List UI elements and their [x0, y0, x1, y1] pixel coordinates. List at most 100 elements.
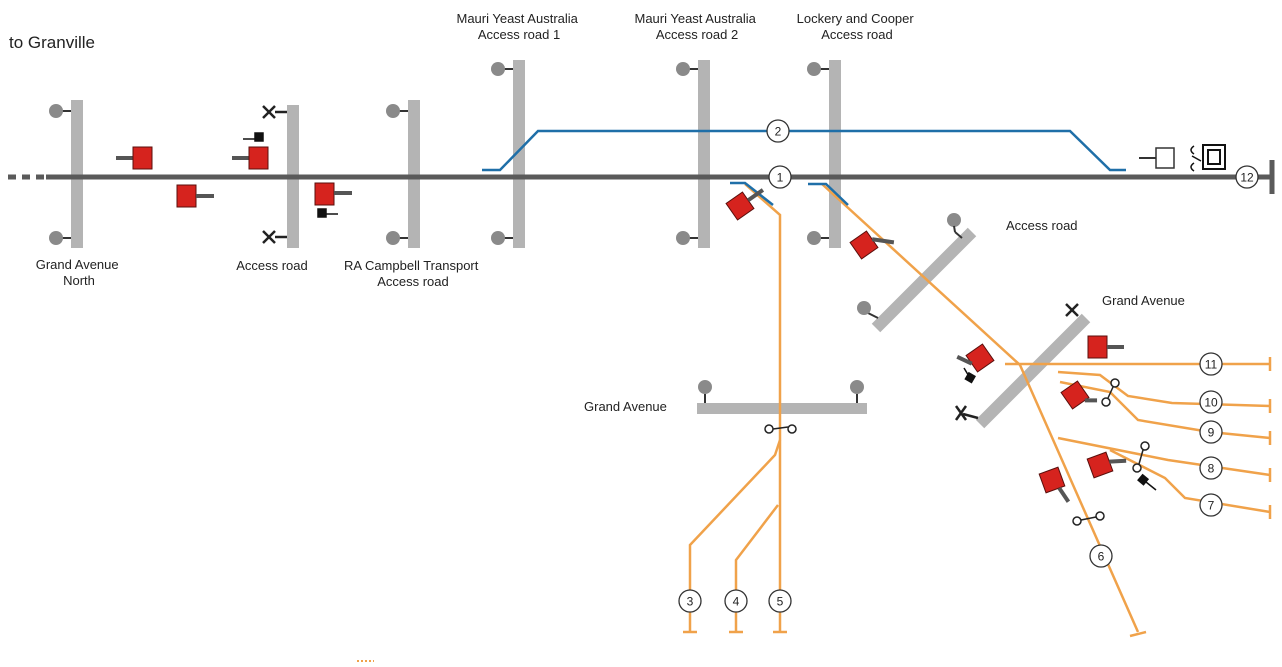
cross-marker-icon	[262, 105, 287, 119]
svg-text:2: 2	[775, 125, 782, 139]
svg-text:6: 6	[1098, 550, 1105, 564]
points-indicator-icon	[1132, 441, 1150, 473]
svg-text:1: 1	[777, 171, 784, 185]
signal-icon	[116, 146, 153, 170]
track-number-8: 8	[1199, 456, 1223, 480]
boom-light-icon	[386, 104, 408, 118]
label-access-road-west: Access road	[236, 258, 308, 273]
boom-light-icon	[676, 62, 698, 76]
svg-text:8: 8	[1208, 462, 1215, 476]
points-indicator-icon	[764, 424, 797, 434]
svg-text:3: 3	[687, 595, 694, 609]
svg-text:4: 4	[733, 595, 740, 609]
label-grand-avenue-lower: Grand Avenue	[584, 399, 667, 414]
label-ra-campbell: RA Campbell Transport Access road	[344, 258, 482, 289]
labels: to Granville Grand Avenue North Access r…	[9, 11, 1185, 414]
siding-8	[1057, 436, 1271, 477]
signal-icon	[314, 182, 352, 206]
siding-7	[1109, 448, 1271, 514]
label-access-road-east: Access road	[1006, 218, 1078, 233]
signal-icon	[849, 230, 895, 260]
crossing-mauri-1	[513, 60, 525, 248]
boom-light-icon	[491, 231, 513, 245]
label-mauri-2: Mauri Yeast Australia Access road 2	[634, 11, 759, 42]
boom-light-icon	[850, 380, 864, 403]
boom-light-icon	[49, 104, 71, 118]
signal-icon	[1060, 380, 1098, 410]
level-crossings	[71, 60, 1091, 429]
boom-light-icon	[676, 231, 698, 245]
direction-label: to Granville	[9, 33, 95, 52]
dwarf-signal-icon	[243, 132, 264, 142]
crossing-mauri-2	[698, 60, 710, 248]
main-line	[8, 160, 1275, 194]
cross-marker-icon	[954, 405, 979, 421]
track-number-5: 5	[768, 589, 792, 613]
points-indicator-icon	[1072, 511, 1105, 526]
boom-light-icon	[49, 231, 71, 245]
loop-lines	[482, 129, 1126, 206]
crossing-grand-avenue-lower	[697, 403, 867, 414]
boom-light-icon	[857, 301, 879, 319]
track-number-2: 2	[766, 119, 790, 143]
track-number-10: 10	[1199, 390, 1223, 414]
loop-line-2	[482, 129, 1126, 172]
crossing-access-road-east	[871, 227, 977, 333]
signal-icon	[956, 343, 995, 373]
svg-text:11: 11	[1205, 358, 1218, 372]
signal-icon	[1087, 335, 1124, 359]
label-grand-avenue-crossing: Grand Avenue	[1102, 293, 1185, 308]
track-number-12: 12	[1235, 165, 1259, 189]
crossing-grand-avenue-diag	[975, 313, 1091, 429]
track-number-3: 3	[678, 589, 702, 613]
equipment-box-icon	[1155, 147, 1175, 169]
svg-text:9: 9	[1208, 426, 1215, 440]
points-indicator-icon	[1101, 378, 1120, 407]
boom-light-icon	[807, 231, 829, 245]
cross-marker-icon	[262, 230, 287, 244]
signal-icon	[176, 184, 214, 208]
turnout-east	[808, 182, 849, 206]
track-numbers: 1 2 3 4 5 6 7 8 9 10 11 12	[678, 119, 1259, 613]
signal-icon	[1086, 451, 1127, 479]
siding-stops	[683, 357, 1272, 638]
boom-light-icon	[698, 380, 712, 403]
label-lockery-cooper: Lockery and Cooper Access road	[797, 11, 918, 42]
terminal-equipment	[1139, 144, 1226, 172]
boom-light-icon	[386, 231, 408, 245]
svg-text:5: 5	[777, 595, 784, 609]
svg-text:7: 7	[1208, 499, 1215, 513]
boom-lights	[49, 62, 963, 403]
track-number-11: 11	[1199, 352, 1223, 376]
track-number-7: 7	[1199, 493, 1223, 517]
track-number-1: 1	[768, 165, 792, 189]
svg-text:12: 12	[1240, 171, 1254, 185]
track-number-4: 4	[724, 589, 748, 613]
boom-light-icon	[807, 62, 829, 76]
dwarf-signals	[243, 132, 1157, 491]
label-grand-avenue-north: Grand Avenue North	[36, 257, 123, 288]
cross-marker-icon	[1065, 303, 1079, 317]
signal-icon	[232, 146, 269, 170]
boom-light-icon	[947, 213, 963, 239]
track-number-6: 6	[1089, 544, 1113, 568]
boom-light-icon	[491, 62, 513, 76]
label-mauri-1: Mauri Yeast Australia Access road 1	[456, 11, 581, 42]
siding-4	[734, 504, 779, 632]
turnout-west	[730, 181, 774, 206]
crossing-grand-avenue-north	[71, 100, 83, 248]
signal-icon	[725, 188, 765, 221]
crossing-markers	[262, 105, 1079, 421]
siding-9	[1059, 380, 1271, 440]
track-number-9: 9	[1199, 420, 1223, 444]
dwarf-signal-icon	[963, 367, 976, 384]
svg-text:10: 10	[1204, 396, 1218, 410]
siding-3	[688, 439, 782, 632]
dwarf-signal-icon	[317, 208, 338, 218]
telephone-icon	[1190, 145, 1202, 172]
crossing-ra-campbell	[408, 100, 420, 248]
points-indicators	[764, 378, 1150, 526]
crossing-lockery-cooper	[829, 60, 841, 248]
signals	[116, 146, 1127, 503]
